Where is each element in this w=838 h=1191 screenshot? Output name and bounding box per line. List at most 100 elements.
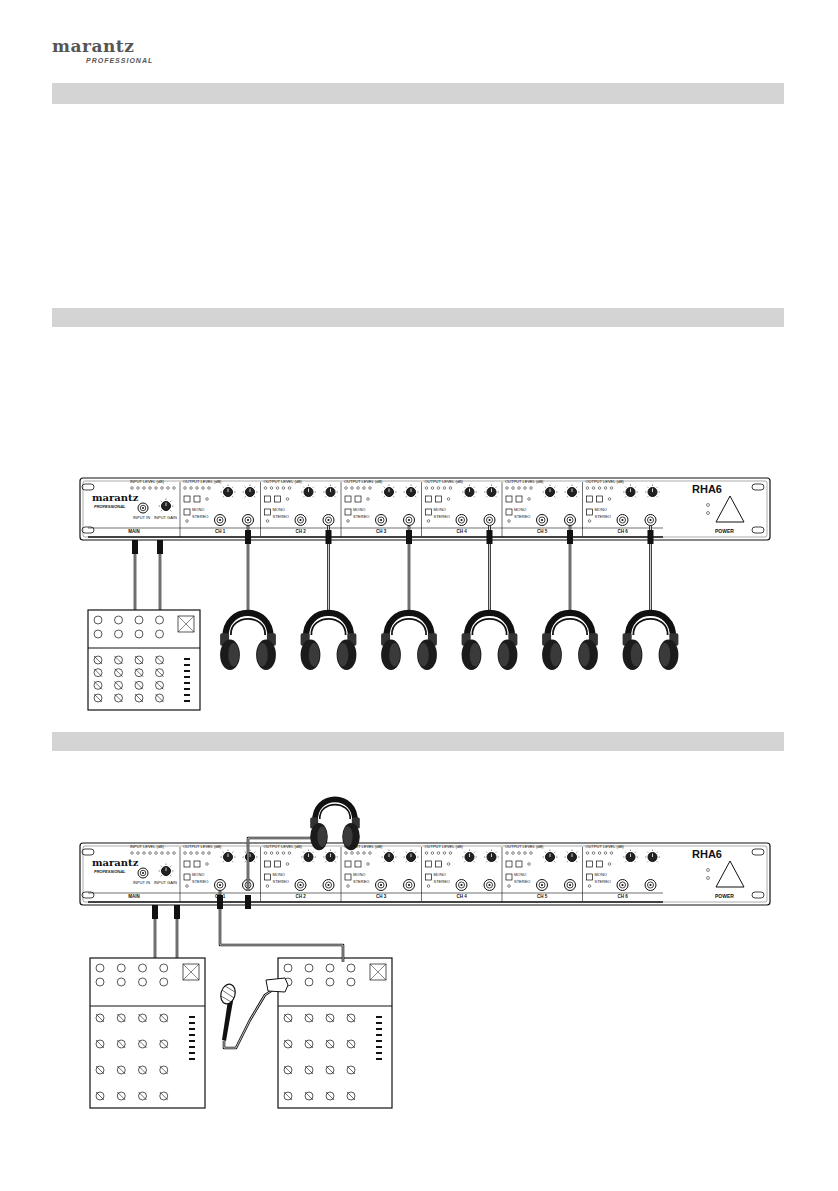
section-label: CH 4 <box>422 895 503 900</box>
section-label: CH 5 <box>502 530 583 535</box>
plug <box>245 895 251 909</box>
panel-label: MONO <box>192 873 204 877</box>
headphones <box>301 613 357 670</box>
section-label: CH 3 <box>341 530 422 535</box>
plug <box>648 530 654 544</box>
panel-label: POWER <box>715 529 734 534</box>
panel-label: MONO <box>595 873 607 877</box>
panel-label: MONO <box>273 873 285 877</box>
panel-label: STEREO <box>434 880 450 884</box>
panel-label: marantz <box>92 493 138 503</box>
channel-section: OUTPUT LEVEL (dB) MONO STEREO CH 1 <box>180 843 261 905</box>
mixer <box>278 958 392 1108</box>
plug <box>567 530 573 544</box>
brand-subtitle: PROFESSIONAL <box>86 57 153 64</box>
panel-label: PROFESSIONAL <box>94 505 126 509</box>
panel-label: STEREO <box>353 515 369 519</box>
headphones <box>381 613 437 670</box>
channel-section: OUTPUT LEVEL (dB)MONOSTEREOCH 5 <box>502 843 583 905</box>
rack-unit: RHA6POWER marantzPROFESSIONALINPUT LEVEL … <box>80 843 770 905</box>
section-label: MAIN <box>88 530 180 535</box>
panel-label: OUTPUT LEVEL (dB) <box>183 480 221 484</box>
channel-section <box>502 847 583 902</box>
xlr-plug <box>266 978 288 992</box>
panel-label: STEREO <box>595 515 611 519</box>
panel-label: POWER <box>715 894 734 899</box>
panel-label: MONO <box>595 508 607 512</box>
panel-label: INPUT IN <box>133 881 150 885</box>
section-label: CH 4 <box>422 530 503 535</box>
panel-label: OUTPUT LEVEL (dB) <box>505 845 543 849</box>
panel-label: INPUT LEVEL (dB) <box>130 845 164 849</box>
panel-label: OUTPUT LEVEL (dB) <box>264 480 302 484</box>
channel-section <box>341 847 422 902</box>
panel-label: MONO <box>514 508 526 512</box>
brand-logo: marantz <box>52 38 134 55</box>
section-bar <box>52 732 784 751</box>
panel-label: MONO <box>273 508 285 512</box>
rack-panel <box>80 478 770 540</box>
panel-label: OUTPUT LEVEL (dB) <box>425 845 463 849</box>
channel-section: OUTPUT LEVEL (dB)MONOSTEREOCH 1 <box>180 478 261 540</box>
panel-label: STEREO <box>192 880 208 884</box>
cable <box>224 985 280 1048</box>
panel-label: STEREO <box>273 880 289 884</box>
section-label: MAIN <box>88 895 180 900</box>
panel-label: marantz <box>92 858 138 868</box>
channel-section <box>422 847 503 902</box>
panel-label: INPUT GAIN <box>154 516 177 520</box>
headphones <box>542 613 598 670</box>
panel-label: MONO <box>192 508 204 512</box>
section-bar <box>52 83 784 104</box>
plug <box>174 905 180 919</box>
panel-label: STEREO <box>273 515 289 519</box>
channel-section: OUTPUT LEVEL (dB)MONOSTEREOCH 2 <box>261 478 342 540</box>
main-input-section: marantzPROFESSIONALINPUT LEVEL (dB)INPUT… <box>88 843 180 905</box>
panel-label: OUTPUT LEVEL (dB) <box>344 845 382 849</box>
plug <box>487 530 493 544</box>
panel-label: STEREO <box>514 515 530 519</box>
channel-section: OUTPUT LEVEL (dB)MONOSTEREOCH 6 <box>583 843 664 905</box>
headphones <box>220 613 276 670</box>
microphone <box>219 983 238 1041</box>
panel-label: OUTPUT LEVEL (dB) <box>505 480 543 484</box>
cable <box>248 838 312 891</box>
channel-section: OUTPUT LEVEL (dB) MONO STEREO CH 5 <box>502 478 583 540</box>
headphones <box>462 613 518 670</box>
panel-label: INPUT IN <box>133 516 150 520</box>
headphones <box>310 799 360 850</box>
rack-unit: RHA6POWERmarantzPROFESSIONALINPUT LEVEL … <box>80 478 770 540</box>
section-label: CH 6 <box>583 530 664 535</box>
panel-label: STEREO <box>192 515 208 519</box>
main-section <box>88 852 180 902</box>
panel-label: OUTPUT LEVEL (dB) <box>425 480 463 484</box>
headphones <box>623 613 679 670</box>
cable-highlight <box>248 838 312 891</box>
main-section <box>88 487 180 537</box>
panel-label: INPUT GAIN <box>154 881 177 885</box>
section-label: CH 5 <box>502 895 583 900</box>
panel-label: STEREO <box>595 880 611 884</box>
main-input-section: marantzPROFESSIONAL INPUT LEVEL (dB) INPUT… <box>88 478 180 540</box>
panel-label: INPUT LEVEL (dB) <box>130 480 164 484</box>
rack-panel <box>80 843 770 905</box>
panel-label: STEREO <box>434 515 450 519</box>
channel-section: OUTPUT LEVEL (dB)MONOSTEREOCH 6 <box>583 478 664 540</box>
panel-label: OUTPUT LEVEL (dB) <box>183 845 221 849</box>
panel-label: MONO <box>353 873 365 877</box>
channel-section: OUTPUT LEVEL (dB) MONO STEREO CH 4 <box>422 843 503 905</box>
panel-label: MONO <box>434 873 446 877</box>
cable-highlight <box>220 891 343 962</box>
section-label: CH 2 <box>261 895 342 900</box>
mixer <box>88 610 200 710</box>
section-label: CH 3 <box>341 895 422 900</box>
panel-label: OUTPUT LEVEL (dB) <box>344 480 382 484</box>
channel-section: OUTPUT LEVEL (dB)MONOSTEREOCH 4 <box>422 478 503 540</box>
model-name: RHA6 <box>692 849 722 860</box>
panel-label: MONO <box>514 873 526 877</box>
channel-section <box>583 847 664 902</box>
section-label: CH 1 <box>180 895 261 900</box>
channel-section: OUTPUT LEVEL (dB)MONOSTEREOCH 2 <box>261 843 342 905</box>
panel-label: MONO <box>353 508 365 512</box>
channel-section <box>261 847 342 902</box>
